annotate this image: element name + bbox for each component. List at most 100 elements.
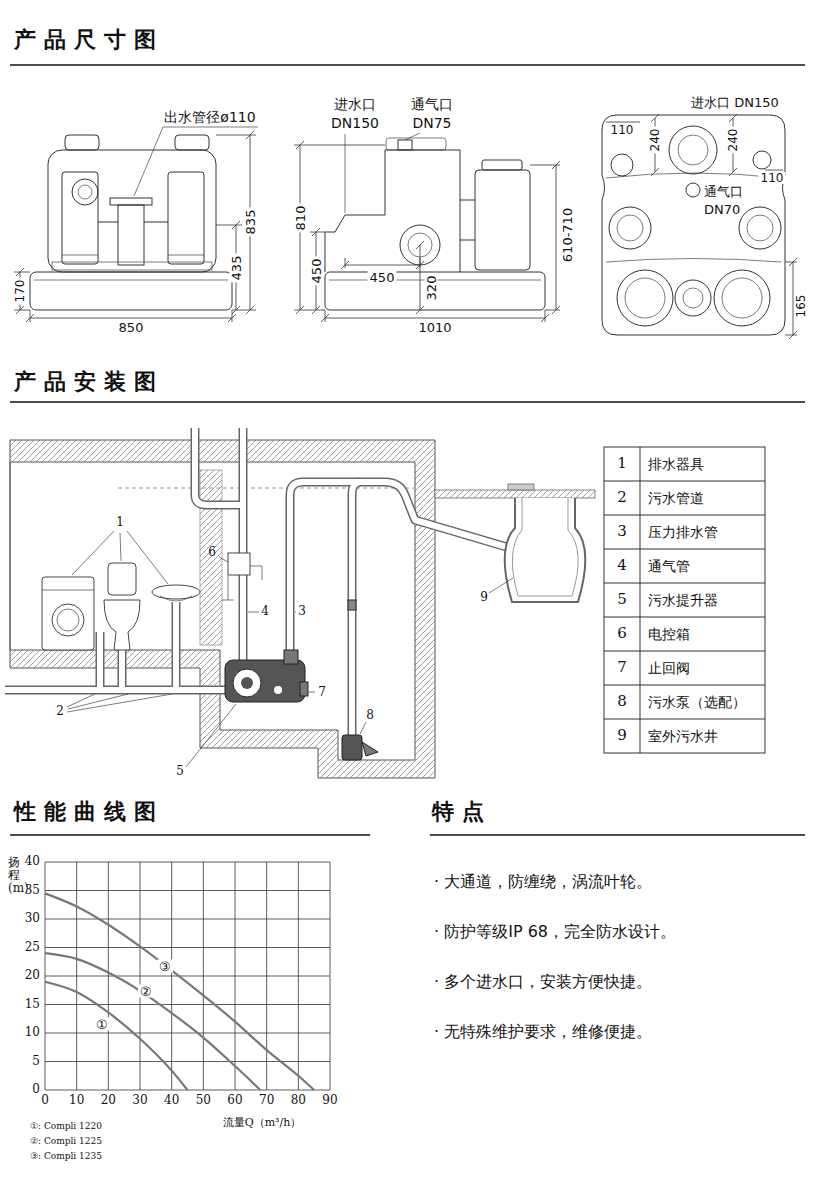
tick-label: 20 (101, 1094, 116, 1108)
pipe (5, 428, 510, 738)
outlet-label: 出水管径ø110 (164, 109, 255, 125)
table-cell: 止回阀 (648, 660, 690, 676)
tick-label: 0 (32, 1083, 40, 1097)
table-number: 8 (617, 693, 627, 710)
axis-title: 扬程(m) (8, 856, 20, 896)
section-heading: 产品尺寸图 (14, 27, 164, 52)
fixtures-part (228, 553, 250, 575)
leader-line-part (360, 722, 366, 734)
front-view-part (168, 172, 204, 264)
dimension: 320 (425, 274, 438, 303)
legend-table-part (604, 481, 765, 482)
top-view-part (683, 288, 703, 308)
tick-label: 90 (322, 1094, 337, 1108)
side-view-part (345, 134, 346, 213)
pipe-part (290, 482, 510, 662)
front-view-part (78, 185, 92, 199)
pipe-part (119, 650, 125, 690)
legend-entry: ②: Compli 1225 (30, 1136, 102, 1146)
tick-label: 30 (132, 1094, 147, 1108)
dimension: 450 (368, 271, 397, 284)
fixtures (42, 553, 378, 760)
fixtures-part (222, 576, 234, 600)
callout-number: 7 (318, 686, 326, 700)
top-view-part (678, 135, 708, 165)
tick-label: 60 (227, 1094, 242, 1108)
side-view-part (530, 161, 560, 314)
front-view-part (168, 255, 204, 256)
performance-chart-part (45, 1061, 330, 1062)
building-section-part (435, 490, 595, 498)
top-view-part (617, 215, 643, 241)
table-cell: 室外污水井 (648, 728, 718, 744)
performance-chart-part (45, 953, 260, 1090)
fixtures-part (152, 585, 200, 599)
side-view-part (416, 241, 424, 314)
section-rule-part (10, 64, 805, 66)
outdoor-well-part (512, 498, 578, 596)
front-view-part (34, 280, 228, 281)
tick-label: 40 (25, 855, 40, 869)
legend-table-part (604, 583, 765, 584)
feature-item: · 无特殊维护要求，维修便捷。 (434, 1023, 652, 1041)
performance-chart-part (45, 1033, 330, 1034)
leader-line-part (248, 612, 259, 613)
curve-marker: ① (94, 1017, 110, 1030)
table-cell: 污水提升器 (648, 592, 718, 608)
dimension: 165 (795, 293, 807, 320)
tick-label: 30 (25, 912, 40, 926)
outdoor-well-part (505, 498, 586, 602)
dimension: 240 (727, 127, 739, 154)
dimension: 810 (294, 204, 307, 233)
tick-label: 70 (259, 1094, 274, 1108)
callout-number: 5 (176, 765, 184, 779)
feature-item: · 大通道，防缠绕，涡流叶轮。 (434, 873, 652, 891)
front-view-part (216, 221, 242, 314)
dimension: 610-710 (561, 206, 574, 264)
tick-label: 15 (25, 998, 40, 1012)
table-number: 6 (617, 625, 627, 642)
front-view-part (216, 131, 256, 314)
fixtures-part (160, 596, 192, 601)
top-view-part (606, 122, 640, 123)
front-view-part (62, 255, 98, 256)
pipe-part (239, 428, 248, 662)
fixtures-part (233, 669, 261, 697)
curve-marker: ② (138, 985, 154, 998)
tick-label: 40 (164, 1094, 179, 1108)
side-view-part (341, 258, 424, 269)
fixtures-part (342, 735, 362, 760)
pipe-part (240, 428, 246, 662)
fixtures-part (104, 600, 140, 650)
legend-entry: ①: Compli 1220 (30, 1121, 102, 1131)
tick-label: 0 (41, 1094, 49, 1108)
pipe-part (97, 632, 103, 690)
fixtures-part (362, 742, 378, 756)
top-view-part (714, 270, 770, 326)
legend-table-part (604, 719, 765, 720)
performance-chart-part (45, 947, 330, 948)
top-view-part (625, 278, 665, 318)
top-view-part (617, 270, 673, 326)
side-view-part (460, 200, 475, 201)
side-view-part (325, 272, 545, 310)
side-view-part (398, 140, 412, 150)
performance-chart-part (45, 862, 330, 863)
tick-label: 50 (196, 1094, 211, 1108)
top-view-part (753, 151, 771, 169)
dimension: 110 (759, 172, 786, 184)
leader-line (67, 531, 513, 767)
front-view-part (72, 179, 98, 205)
dimension: 450 (310, 257, 323, 286)
dimension: 850 (117, 321, 146, 334)
top-view-part (609, 207, 651, 249)
performance-chart-part (45, 976, 330, 977)
front-view-part (48, 150, 216, 272)
top-view-part (765, 170, 783, 171)
callout-number: 1 (116, 516, 124, 530)
callout-number: 6 (208, 546, 216, 560)
dimension: 435 (230, 254, 243, 283)
performance-chart-part (45, 919, 330, 920)
